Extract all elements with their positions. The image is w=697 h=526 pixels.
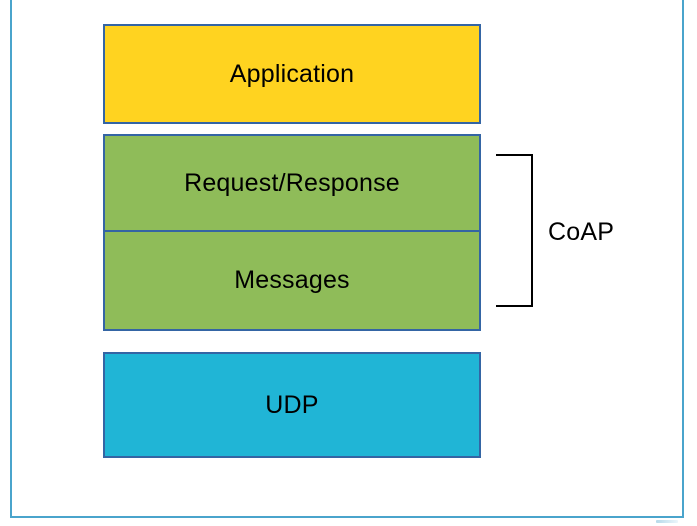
- layer-application: Application: [103, 24, 481, 124]
- corner-render-artifact: [656, 520, 678, 523]
- layer-udp-label: UDP: [265, 390, 319, 419]
- layer-messages-label: Messages: [234, 266, 350, 294]
- layer-request-response-label: Request/Response: [184, 168, 400, 197]
- layer-udp: UDP: [103, 352, 481, 458]
- layer-application-label: Application: [229, 59, 355, 88]
- layer-coap-group: Request/Response Messages: [103, 134, 481, 331]
- layer-messages: Messages: [105, 232, 479, 329]
- coap-bracket-label: CoAP: [548, 218, 615, 246]
- layer-request-response: Request/Response: [105, 136, 479, 232]
- coap-bracket: [496, 154, 533, 307]
